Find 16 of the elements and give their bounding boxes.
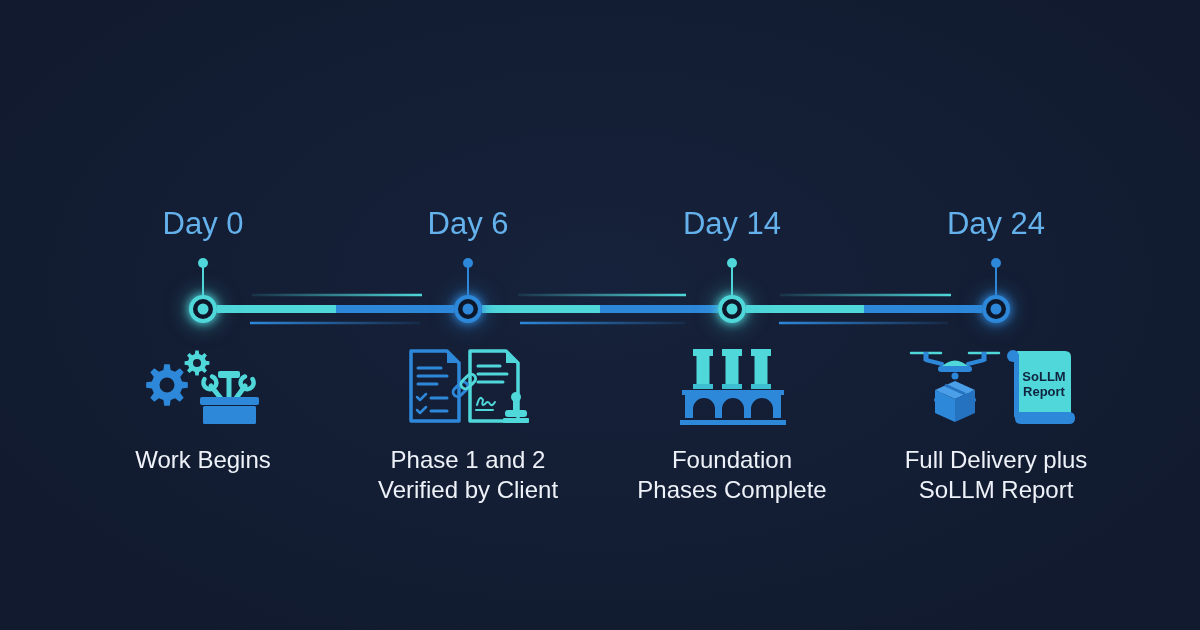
timeline-segment — [217, 305, 454, 313]
day-label: Day 14 — [681, 206, 783, 242]
milestone-caption: Foundation Phases Complete — [636, 445, 828, 505]
timeline-segment — [482, 305, 718, 313]
milestone-caption: Full Delivery plus SoLLM Report — [903, 445, 1089, 505]
milestone-marker — [718, 295, 746, 323]
milestone-marker — [454, 295, 482, 323]
day-label: Day 6 — [426, 206, 510, 242]
milestone-caption: Phase 1 and 2 Verified by Client — [376, 445, 560, 505]
day-label: Day 24 — [945, 206, 1047, 242]
day-label: Day 0 — [161, 206, 245, 242]
timeline-segment — [746, 305, 982, 313]
milestone-marker — [189, 295, 217, 323]
milestone-caption: Work Begins — [134, 445, 272, 475]
scroll-label: SoLLM Report — [1021, 369, 1067, 399]
milestone-marker — [982, 295, 1010, 323]
